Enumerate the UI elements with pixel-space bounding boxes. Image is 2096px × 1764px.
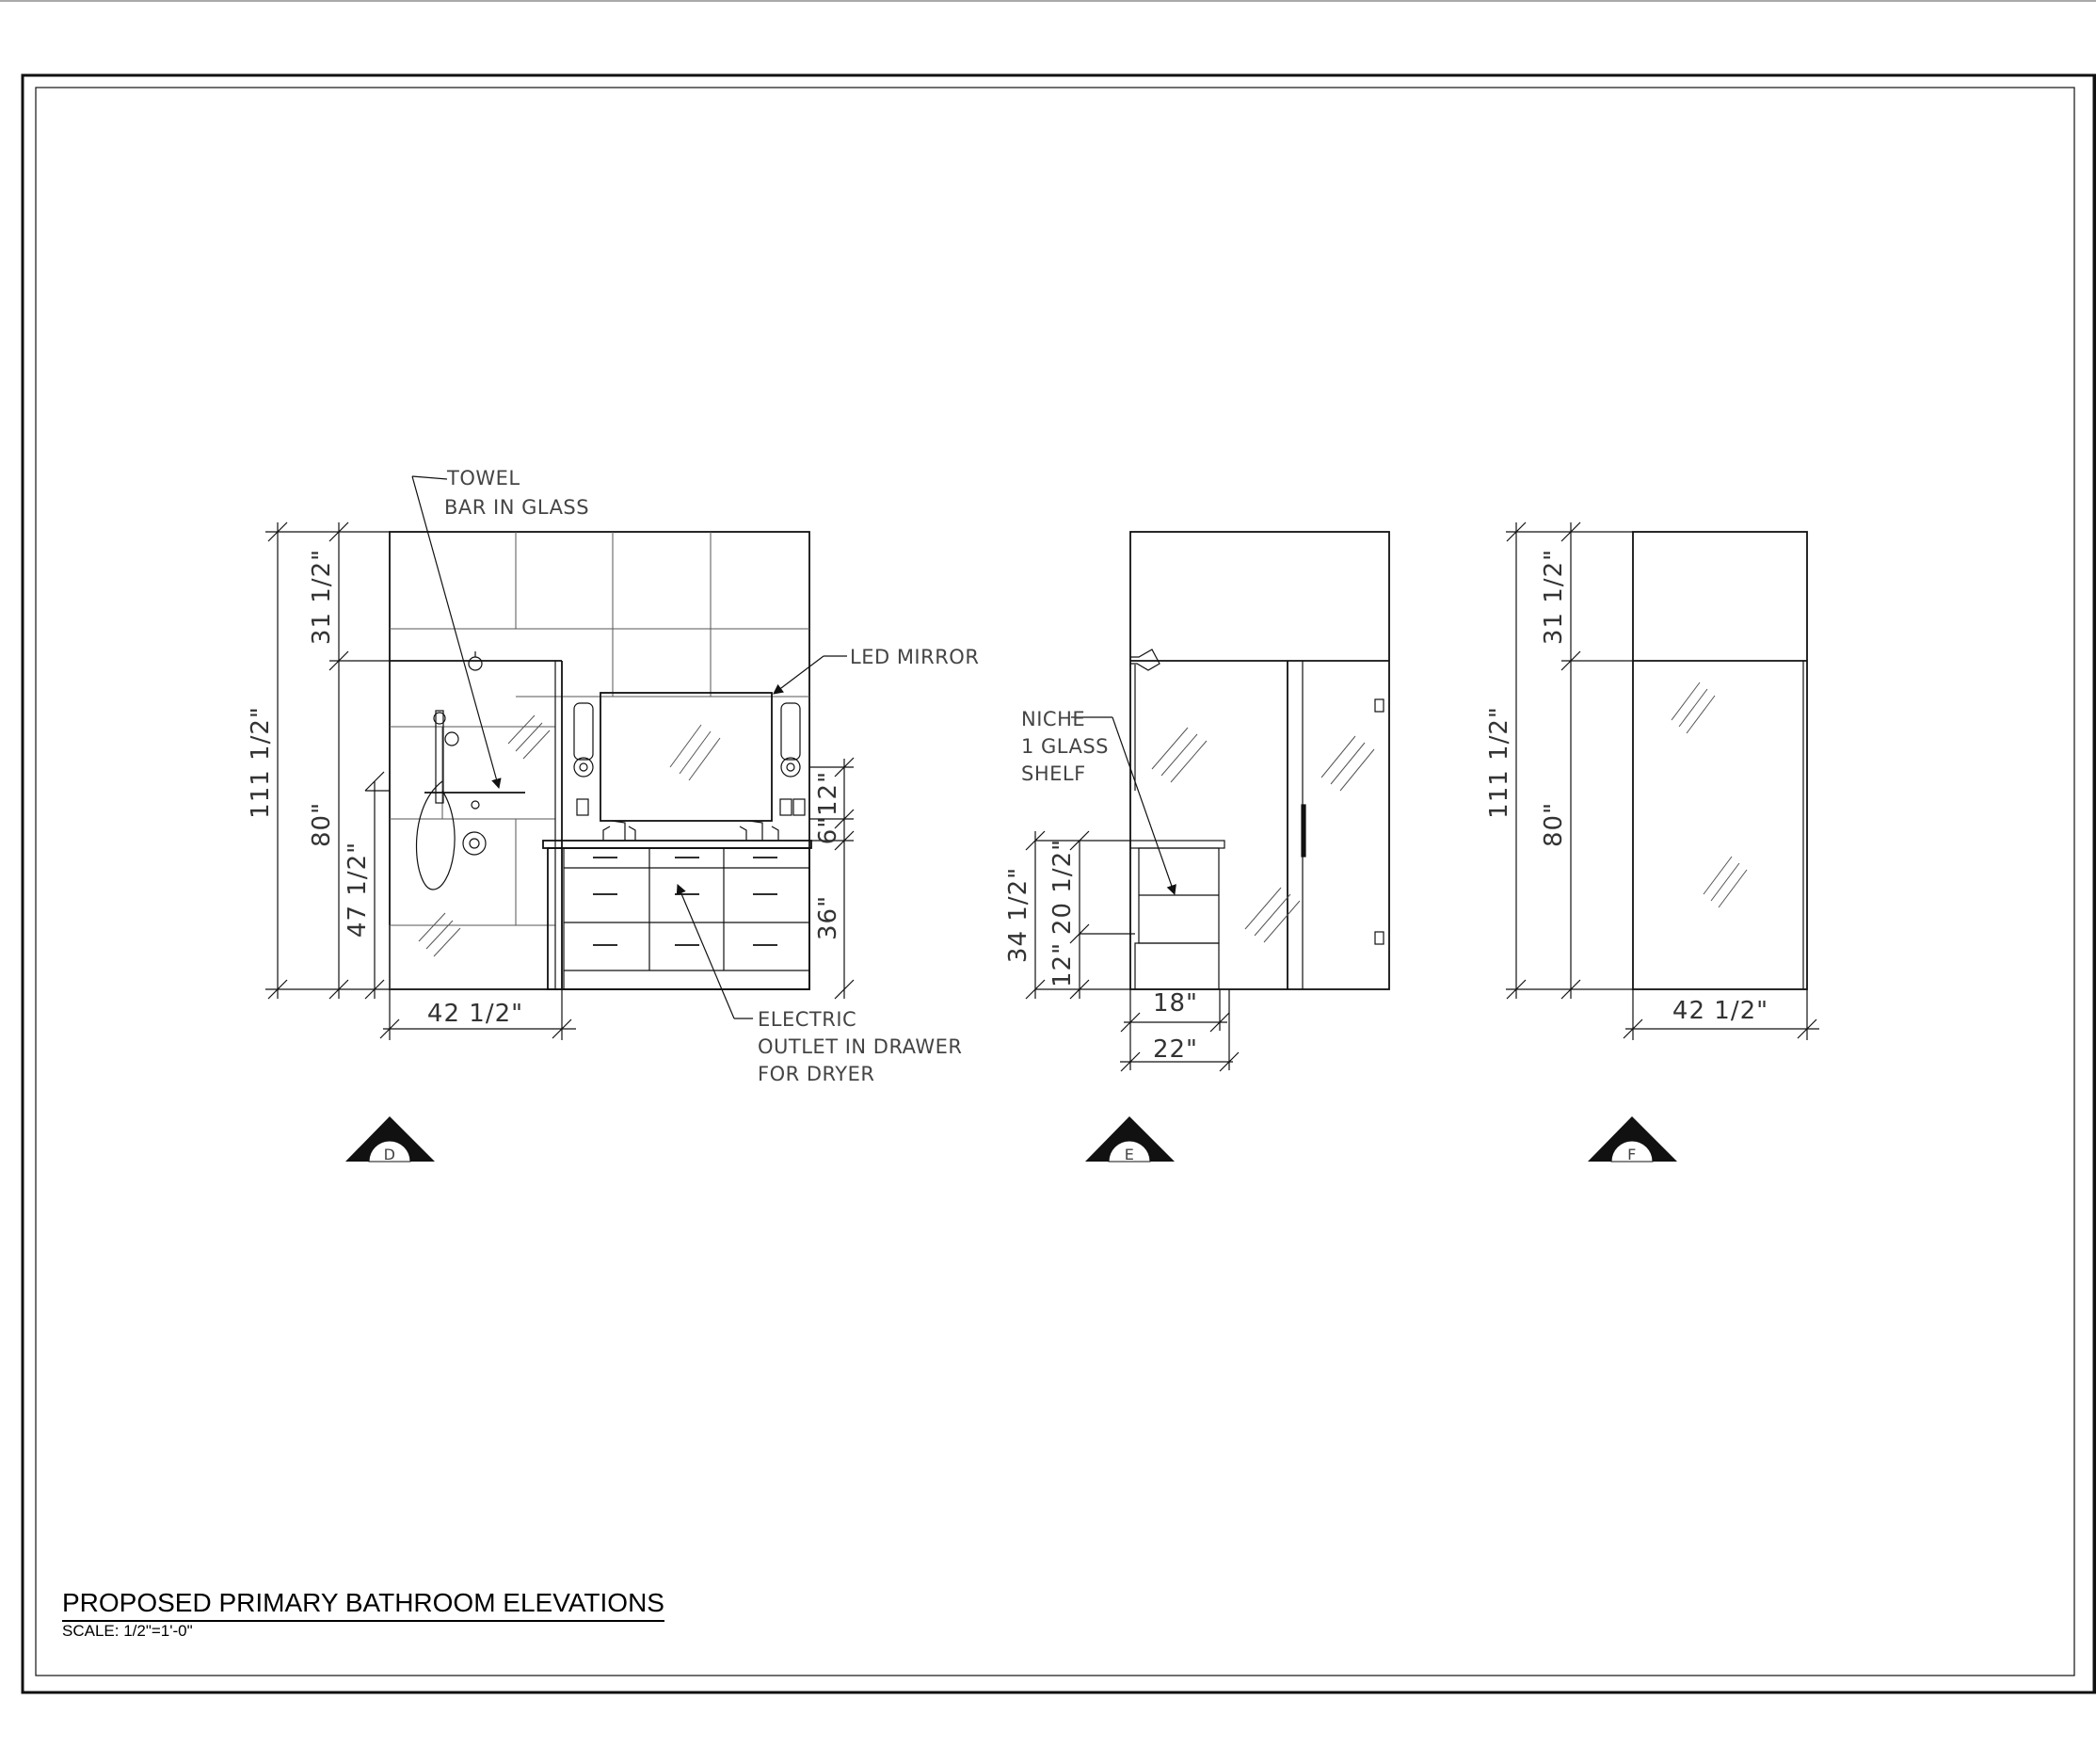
dim-upper-d: 31 1/2" [308, 549, 336, 645]
dim-overall-e: 34 1/2" [1004, 867, 1032, 963]
marker-f-letter: F [1627, 1146, 1637, 1163]
dimension-lines-f [1506, 521, 1819, 1040]
dim-total-height-d: 111 1/2" [247, 706, 275, 819]
marker-e-letter: E [1125, 1146, 1135, 1163]
mirror-leader [773, 655, 824, 695]
vanity-d [542, 840, 812, 990]
tile-pattern [389, 532, 809, 989]
shower-glass-d [390, 660, 563, 989]
led-mirror [600, 692, 773, 822]
dim-splash-6: 6" [814, 816, 842, 845]
dim-splash-12: 12" [814, 771, 842, 816]
dim-width-f: 42 1/2" [1672, 997, 1768, 1025]
dim-lower-d: 47 1/2" [344, 842, 372, 938]
dim-glass-height-f: 80" [1540, 802, 1568, 847]
sconce-right [780, 702, 801, 778]
niche-callout-line2: 1 GLASS [1021, 735, 1109, 758]
wall-outline-f [1632, 531, 1808, 990]
vanity-top-e [1129, 840, 1225, 849]
elevation-d: TOWEL BAR IN GLASS LED MIRROR ELECTRIC O… [247, 467, 979, 1163]
wall-outline-e [1129, 531, 1390, 990]
hinge-top [1374, 698, 1384, 713]
niche-leader [1112, 716, 1176, 896]
dim-niche-bottom: 12" [1048, 942, 1077, 987]
dim-upper-f: 31 1/2" [1540, 549, 1568, 645]
outlet-callout-line2: OUTLET IN DRAWER [758, 1035, 963, 1058]
inner-border [35, 87, 2075, 1676]
dimension-lines-e [1025, 830, 1240, 1072]
dimension-lines-d [265, 521, 855, 1040]
outlet-right-1 [779, 798, 792, 816]
dim-niche-width: 18" [1153, 989, 1198, 1018]
drawing-title: PROPOSED PRIMARY BATHROOM ELEVATIONS [62, 1588, 664, 1622]
towel-callout-line2: BAR IN GLASS [444, 496, 589, 519]
dim-niche-height: 20 1/2" [1048, 839, 1077, 935]
mirror-callout: LED MIRROR [850, 646, 979, 668]
towel-leader [411, 475, 502, 790]
dim-shower-width-d: 42 1/2" [427, 1000, 523, 1028]
faucets [602, 820, 779, 841]
outlet-right-2 [792, 798, 806, 816]
dim-total-height-f: 111 1/2" [1485, 706, 1513, 819]
elevation-marker-f: F [1588, 1116, 1677, 1163]
niche-callout-line1: NICHE [1021, 708, 1085, 730]
sconce-left [573, 702, 594, 778]
hinge-bottom [1374, 931, 1384, 945]
dim-glass-height-d: 80" [308, 802, 336, 847]
drawing-scale: SCALE: 1/2"=1'-0" [62, 1622, 193, 1640]
outlet-callout-line1: ELECTRIC [758, 1008, 856, 1031]
dim-vanity-height: 36" [814, 895, 842, 940]
shower-head-side-icon [1130, 649, 1160, 671]
elevation-f: 111 1/2" 31 1/2" 80" 42 1/2" F [1485, 521, 1819, 1163]
niche-callout-line3: SHELF [1021, 762, 1086, 785]
outlet-left [576, 798, 589, 816]
dim-vanity-depth: 22" [1153, 1035, 1198, 1064]
shower-fixtures [416, 651, 525, 890]
marker-d-letter: D [384, 1146, 396, 1163]
elevation-marker-d: D [345, 1116, 435, 1163]
elevation-e: NICHE 1 GLASS SHELF 34 1/2" 20 1/2" [1004, 531, 1390, 1163]
outlet-callout-line3: FOR DRYER [758, 1063, 874, 1085]
outlet-leader [676, 884, 735, 1019]
elevation-marker-e: E [1085, 1116, 1175, 1163]
outer-border [21, 73, 2096, 1694]
towel-callout-line1: TOWEL [446, 467, 520, 489]
